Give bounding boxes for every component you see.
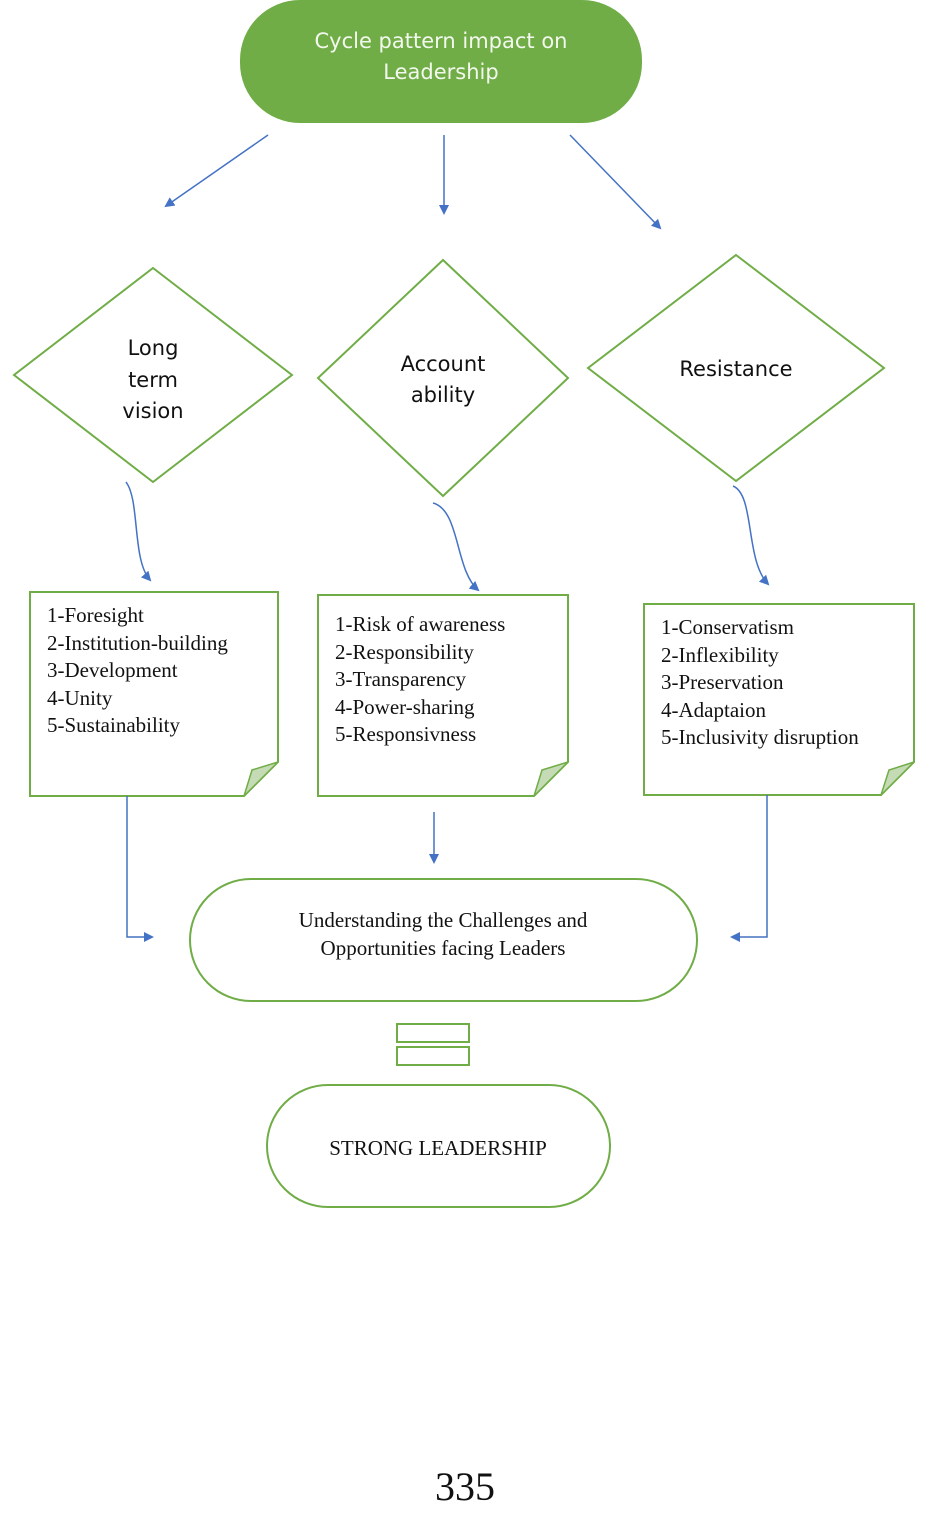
note-item: 5-Inclusivity disruption (661, 725, 859, 749)
outcome-node: Understanding the Challenges and Opportu… (189, 878, 698, 1002)
note-item: 5-Responsivness (335, 722, 476, 746)
note-item: 3-Transparency (335, 667, 467, 691)
connector-right (730, 795, 768, 942)
note-item: 2-Responsibility (335, 640, 474, 664)
diamond-label: Long (128, 336, 179, 360)
note-resistance: 1-Conservatism 2-Inflexibility 3-Preserv… (643, 603, 915, 796)
note-long-term-vision: 1-Foresight 2-Institution-building 3-Dev… (29, 591, 279, 797)
connector-left (126, 796, 154, 942)
note-item: 4-Power-sharing (335, 695, 475, 719)
header-line-2: Leadership (383, 60, 498, 84)
page-number: 335 (435, 1464, 495, 1509)
curved-arrow-1 (125, 481, 152, 582)
outcome-line-2: Opportunities facing Leaders (321, 936, 566, 960)
note-accountability: 1-Risk of awareness 2-Responsibility 3-T… (317, 594, 569, 797)
diamond-resistance: Resistance (586, 253, 886, 483)
note-item: 2-Inflexibility (661, 643, 779, 667)
diamond-label: Resistance (679, 357, 792, 381)
diamond-label: ability (411, 383, 475, 407)
note-item: 1-Risk of awareness (335, 612, 505, 636)
result-label: STRONG LEADERSHIP (329, 1136, 547, 1160)
result-node: STRONG LEADERSHIP (266, 1084, 611, 1208)
header-node: Cycle pattern impact on Leadership (240, 0, 642, 123)
diamond-label: term (128, 368, 178, 392)
curved-arrow-3 (732, 485, 770, 586)
arrow-to-resistance (569, 134, 662, 230)
note-item: 4-Unity (47, 686, 113, 710)
note-item: 3-Preservation (661, 670, 784, 694)
equals-icon (396, 1023, 470, 1066)
svg-text:1-Risk of awareness 2-Re: 1-Risk of awareness 2-Responsibility 3-T… (335, 612, 511, 746)
diamond-long-term-vision: Long term vision (12, 266, 294, 484)
diamond-label: Account (401, 352, 486, 376)
svg-text:1-Foresight 2-Institutio: 1-Foresight 2-Institution-building 3-Dev… (47, 603, 233, 737)
curved-arrow-2 (432, 502, 480, 592)
note-item: 1-Conservatism (661, 615, 794, 639)
diamond-label: vision (122, 399, 183, 423)
outcome-line-1: Understanding the Challenges and (299, 908, 588, 932)
arrow-to-long-term-vision (164, 134, 269, 208)
note-item: 4-Adaptaion (661, 698, 766, 722)
note-item: 2-Institution-building (47, 631, 228, 655)
note-item: 1-Foresight (47, 603, 144, 627)
svg-text:1-Conservatism 2-Inflexi: 1-Conservatism 2-Inflexibility 3-Preserv… (661, 615, 859, 749)
diamond-accountability: Account ability (316, 258, 570, 498)
note-item: 3-Development (47, 658, 178, 682)
header-line-1: Cycle pattern impact on (314, 29, 567, 53)
note-item: 5-Sustainability (47, 713, 180, 737)
